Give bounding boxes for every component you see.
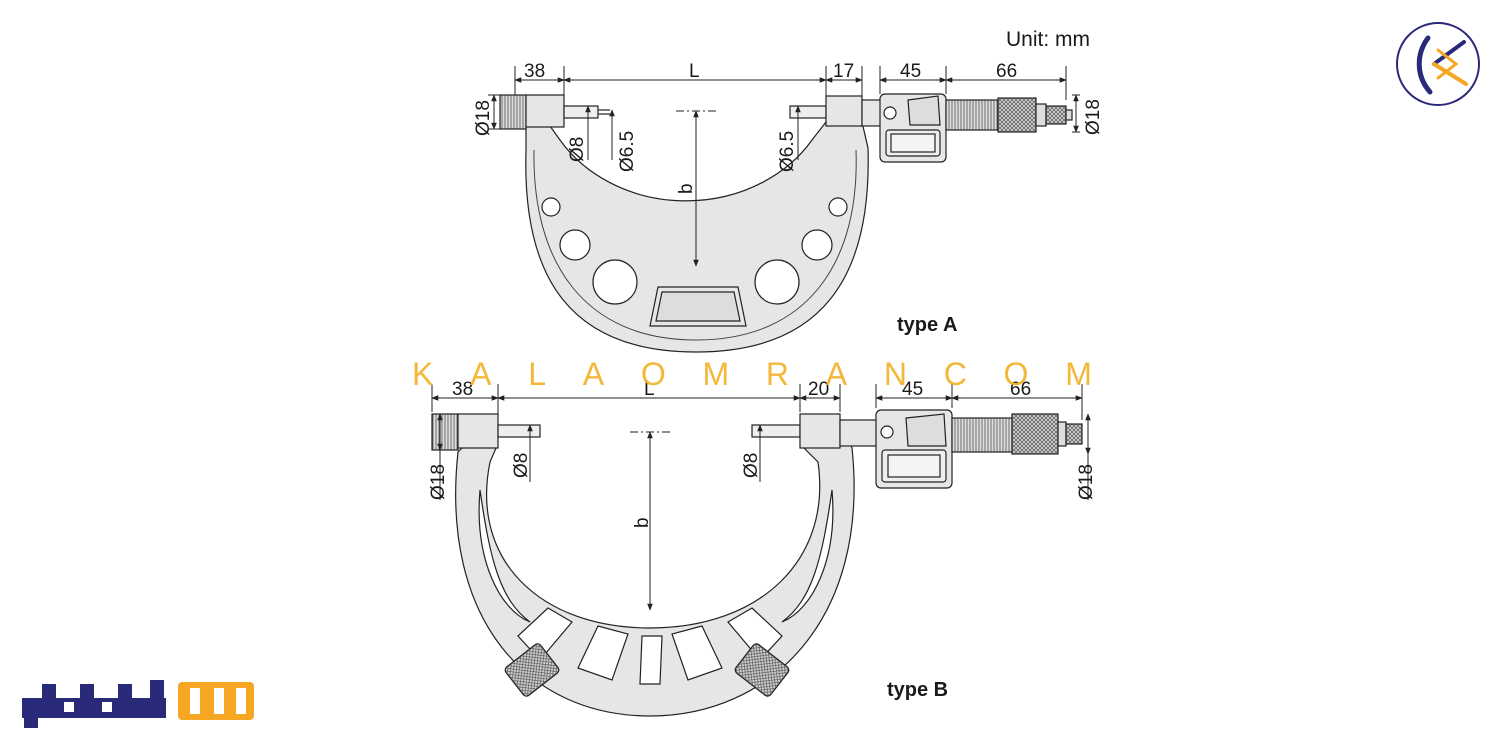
watermark-letter: M — [702, 356, 730, 392]
unit-label: Unit: mm — [1006, 28, 1090, 51]
watermark-letter: O — [1003, 356, 1029, 392]
watermark-letter: N — [883, 356, 907, 392]
watermark-letter: K — [412, 356, 434, 392]
watermark-letter: O — [640, 356, 666, 392]
type-a-label: type A — [897, 314, 958, 336]
watermark-letter: C — [943, 356, 967, 392]
type-b-display-len-label: 45 — [902, 379, 923, 400]
watermark: K A L A O M R A N C O M — [412, 356, 1092, 392]
type-b-anvil-len-label: 38 — [452, 379, 473, 400]
type-b-dimension-labels: 38 L 20 45 66 Ø18 Ø8 Ø8 Ø18 b — [428, 379, 1097, 528]
type-b-head-len-label: 20 — [808, 379, 829, 400]
type-a-thimble-len-label: 66 — [996, 61, 1017, 82]
type-b-label: type B — [887, 679, 949, 701]
type-b-anvil-dia-label: Ø18 — [428, 464, 449, 500]
type-a-span-label: L — [689, 61, 700, 82]
type-a-anvil-dia-label: Ø18 — [473, 100, 494, 136]
watermark-letter: L — [528, 356, 546, 392]
type-a-display-len-label: 45 — [900, 61, 921, 82]
brand-k-logo-icon — [1396, 22, 1480, 106]
type-a-anvil-len-label: 38 — [524, 61, 545, 82]
type-b-micrometer — [431, 409, 1083, 717]
type-b-depth-label: b — [632, 517, 653, 528]
type-a-spindle-dia-label: Ø8 — [567, 137, 588, 162]
type-a-thimble-dia-label: Ø18 — [1083, 99, 1104, 135]
type-a-dimensions — [488, 66, 1080, 267]
brand-text-logo — [22, 680, 254, 728]
type-b-thimble-len-label: 66 — [1010, 379, 1031, 400]
watermark-letter: A — [470, 356, 492, 392]
watermark-letter: M — [1065, 356, 1092, 392]
type-a-dimension-labels: 38 L 17 45 66 Ø18 Ø8 Ø6.5 Ø6.5 Ø18 b — [473, 61, 1104, 194]
type-b-span-label: L — [644, 379, 655, 400]
type-b-spindle-dia-right-label: Ø8 — [741, 453, 762, 478]
type-b-dimensions — [431, 384, 1091, 611]
watermark-letter: A — [825, 356, 848, 392]
type-a-depth-label: b — [676, 183, 697, 194]
type-b-thimble-dia-label: Ø18 — [1076, 464, 1097, 500]
watermark-letter: R — [765, 356, 789, 392]
type-b-spindle-dia-left-label: Ø8 — [511, 453, 532, 478]
type-a-face-dia-left-label: Ø6.5 — [617, 131, 638, 172]
watermark-letter: A — [582, 356, 605, 392]
type-a-head-len-label: 17 — [833, 61, 854, 82]
type-a-face-dia-right-label: Ø6.5 — [777, 131, 798, 172]
